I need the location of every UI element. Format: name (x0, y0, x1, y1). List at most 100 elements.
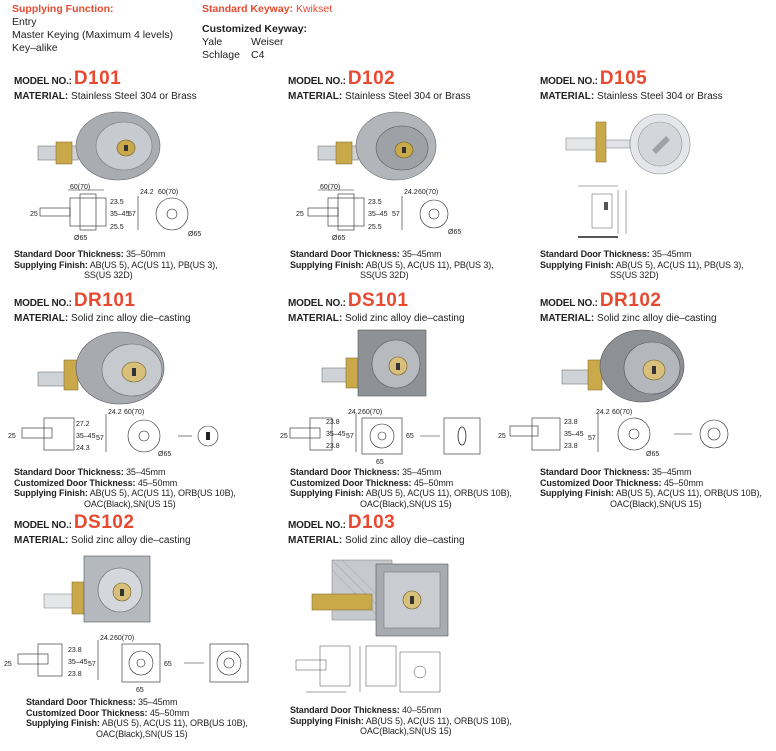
svg-text:35–45: 35–45 (326, 431, 346, 438)
material-line: MATERIAL: Stainless Steel 304 or Brass (540, 91, 723, 102)
svg-text:57: 57 (88, 661, 96, 668)
dr102-specs: Standard Door Thickness: 35–45mm Customi… (540, 467, 762, 509)
svg-text:24.2: 24.2 (108, 409, 122, 416)
model-title: MODEL NO.:DR102 (540, 290, 662, 311)
svg-text:25.5: 25.5 (110, 224, 124, 231)
keyway-yale: Yale (202, 36, 223, 48)
svg-text:23.8: 23.8 (68, 647, 82, 654)
dr101-specs: Standard Door Thickness: 35–45mm Customi… (14, 467, 236, 509)
svg-text:Ø65: Ø65 (158, 451, 171, 458)
svg-text:23.5: 23.5 (368, 199, 382, 206)
material-line: MATERIAL: Stainless Steel 304 or Brass (14, 91, 197, 102)
svg-text:Ø65: Ø65 (74, 235, 87, 242)
model-d102: MODEL NO.:D102 MATERIAL: Stainless Steel… (288, 68, 524, 102)
svg-text:23.8: 23.8 (564, 419, 578, 426)
model-code: D103 (347, 512, 396, 533)
model-code: D102 (347, 68, 396, 89)
model-dr102: MODEL NO.:DR102 MATERIAL: Solid zinc all… (540, 290, 776, 324)
model-title: MODEL NO.:DR101 (14, 290, 136, 311)
supplying-function-block: Supplying Function: Entry Master Keying … (12, 3, 173, 55)
material-line: MATERIAL: Solid zinc alloy die–casting (14, 535, 191, 546)
dr101-dimension-drawing: 27.2 35–45 24.3 25 57 24.2 60(70) Ø65 (8, 409, 219, 458)
svg-text:23.5: 23.5 (110, 199, 124, 206)
svg-text:23.8: 23.8 (326, 443, 340, 450)
svg-text:35–45: 35–45 (110, 211, 130, 218)
supplying-function-label: Supplying Function: (12, 3, 114, 15)
model-code: DS101 (347, 290, 409, 311)
model-code: DS102 (73, 512, 135, 533)
svg-text:35–45: 35–45 (68, 659, 88, 666)
svg-text:60(70): 60(70) (612, 409, 632, 416)
svg-text:60(70): 60(70) (114, 635, 134, 642)
svg-text:60(70): 60(70) (158, 189, 178, 196)
model-title: MODEL NO.:DS102 (14, 512, 135, 533)
svg-text:65: 65 (136, 687, 144, 694)
ds102-dimension-drawing: 23.8 35–45 23.8 25 57 24.2 60(70) 65 65 (4, 635, 249, 694)
svg-text:24.2: 24.2 (596, 409, 610, 416)
svg-text:24.3: 24.3 (76, 445, 90, 452)
material-line: MATERIAL: Solid zinc alloy die–casting (288, 535, 465, 546)
model-title: MODEL NO.:D102 (288, 68, 396, 89)
svg-text:24.2: 24.2 (100, 635, 114, 642)
svg-text:25: 25 (8, 433, 16, 440)
material-line: MATERIAL: Solid zinc alloy die–casting (14, 313, 191, 324)
d103-product-image (311, 559, 449, 637)
d105-specs: Standard Door Thickness: 35–45mm Supplyi… (540, 249, 744, 280)
keyway-schlage: Schlage (202, 49, 240, 61)
svg-text:35–45: 35–45 (76, 433, 96, 440)
svg-text:24.2: 24.2 (348, 409, 362, 416)
d102-specs: Standard Door Thickness: 35–45mm Supplyi… (290, 249, 494, 280)
keyway-c4: C4 (251, 49, 265, 61)
keyway-weiser: Weiser (251, 36, 284, 48)
dr101-product-image (37, 331, 165, 405)
model-ds102: MODEL NO.:DS102 MATERIAL: Solid zinc all… (14, 512, 250, 546)
svg-text:35–45: 35–45 (368, 211, 388, 218)
svg-text:57: 57 (128, 211, 136, 218)
svg-text:57: 57 (588, 435, 596, 442)
svg-text:25: 25 (30, 211, 38, 218)
svg-text:25: 25 (498, 433, 506, 440)
d102-dimension-drawing: 60(70) 23.5 35–45 25.5 25 Ø65 57 24.2 60… (296, 184, 461, 242)
model-d103: MODEL NO.:D103 MATERIAL: Solid zinc allo… (288, 512, 524, 546)
function-entry: Entry (12, 16, 37, 28)
svg-text:65: 65 (406, 433, 414, 440)
d102-product-image (317, 111, 437, 181)
model-d105: MODEL NO.:D105 MATERIAL: Stainless Steel… (540, 68, 776, 102)
ds101-specs: Standard Door Thickness: 35–45mm Customi… (290, 467, 512, 509)
svg-text:60(70): 60(70) (418, 189, 438, 196)
function-key-alike: Key–alike (12, 42, 58, 54)
svg-text:57: 57 (96, 435, 104, 442)
svg-text:23.8: 23.8 (326, 419, 340, 426)
customized-keyway-label: Customized Keyway: (202, 23, 308, 35)
ds101-dimension-drawing: 23.8 35–45 23.8 25 57 24.2 60(70) 65 65 (280, 409, 481, 466)
d101-specs: Standard Door Thickness: 35–50mm Supplyi… (14, 249, 218, 280)
d105-product-image (565, 113, 691, 175)
d103-specs: Standard Door Thickness: 40–55mm Supplyi… (290, 705, 512, 736)
svg-text:60(70): 60(70) (320, 184, 340, 191)
svg-text:25: 25 (280, 433, 288, 440)
svg-text:Ø65: Ø65 (188, 231, 201, 238)
svg-text:35–45: 35–45 (564, 431, 584, 438)
model-code: DR101 (73, 290, 136, 311)
dr102-product-image (561, 329, 685, 403)
material-line: MATERIAL: Solid zinc alloy die–casting (540, 313, 717, 324)
model-title: MODEL NO.:D101 (14, 68, 122, 89)
keyway-block: Standard Keyway: Kwikset Customized Keyw… (202, 3, 332, 62)
dr102-dimension-drawing: 23.8 35–45 23.8 25 57 24.2 60(70) Ø65 (498, 409, 729, 458)
svg-text:Ø65: Ø65 (646, 451, 659, 458)
svg-text:Ø65: Ø65 (448, 229, 461, 236)
svg-text:24.2: 24.2 (140, 189, 154, 196)
svg-text:25.5: 25.5 (368, 224, 382, 231)
standard-keyway-value: Kwikset (295, 3, 333, 15)
model-dr101: MODEL NO.:DR101 MATERIAL: Solid zinc all… (14, 290, 250, 324)
svg-text:23.8: 23.8 (564, 443, 578, 450)
model-title: MODEL NO.:D103 (288, 512, 396, 533)
svg-text:24.2: 24.2 (404, 189, 418, 196)
model-code: DR102 (599, 290, 662, 311)
dim-label: 60(70) (70, 184, 90, 191)
svg-text:60(70): 60(70) (124, 409, 144, 416)
ds102-product-image (43, 555, 151, 623)
door-thickness-value: 35–50mm (126, 249, 166, 259)
d103-dimension-drawing (295, 645, 441, 693)
ds101-product-image (321, 329, 427, 397)
